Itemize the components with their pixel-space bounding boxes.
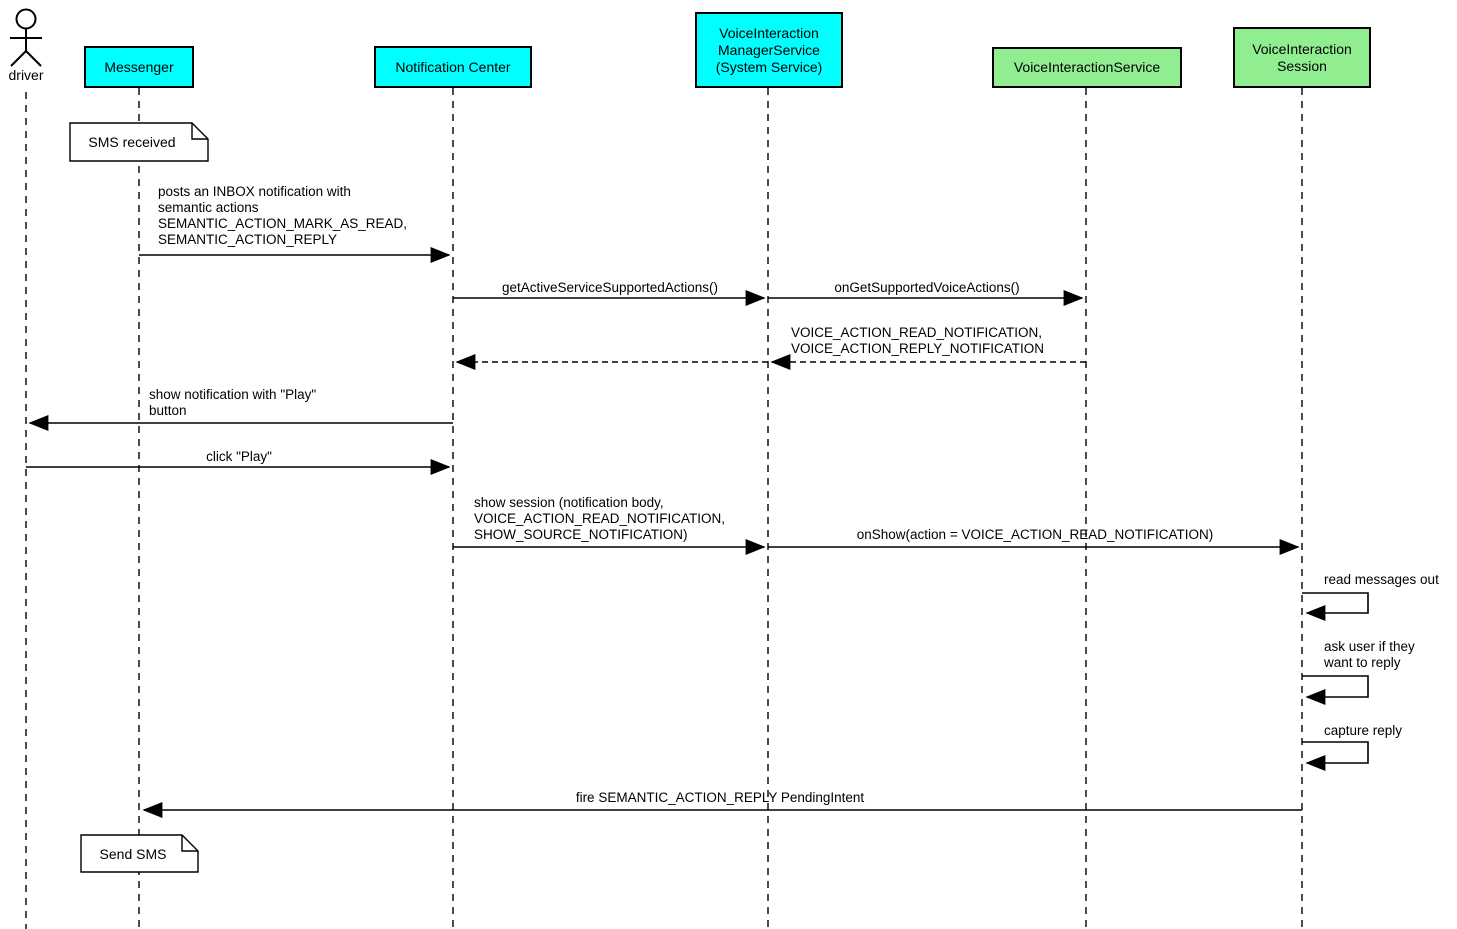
participant-label: Messenger <box>104 58 174 75</box>
note-send-sms: Send SMS <box>99 845 167 862</box>
lifelines <box>25 88 1303 929</box>
participant-label: VoiceInteraction Session <box>1252 40 1352 74</box>
message-label-read-messages-out: read messages out <box>1324 572 1439 587</box>
note-shape-sms-received <box>69 122 209 162</box>
message-label-on-show: onShow(action = VOICE_ACTION_READ_NOTIFI… <box>856 527 1214 542</box>
participant-label: VoiceInteraction ManagerService (System … <box>715 24 823 75</box>
message-label-ask-user-reply: ask user if they want to reply <box>1324 639 1415 670</box>
self-arrow-capture-reply <box>1302 741 1369 771</box>
note-fold-icon <box>191 123 208 140</box>
message-label-show-notification-play: show notification with "Play" button <box>149 387 317 418</box>
participant-label: Notification Center <box>395 58 511 75</box>
note-shape-send-sms <box>80 834 199 873</box>
message-label-posts-inbox-notification: posts an INBOX notification with semanti… <box>158 184 408 247</box>
participant-messenger: Messenger <box>84 46 194 88</box>
message-label-return-voice-actions: VOICE_ACTION_READ_NOTIFICATION, VOICE_AC… <box>791 325 1045 356</box>
message-label-show-session: show session (notification body, VOICE_A… <box>474 495 726 542</box>
participant-voiceinteractionservice: VoiceInteractionService <box>992 47 1182 88</box>
note-shapes <box>69 122 209 873</box>
message-label-fire-semantic-action-reply: fire SEMANTIC_ACTION_REPLY PendingIntent <box>575 790 865 805</box>
self-arrow-read-messages-out <box>1302 592 1369 621</box>
actor-figure-driver <box>10 8 42 67</box>
participant-label: VoiceInteractionService <box>1013 59 1161 75</box>
message-label-on-get-supported-voice-actions: onGetSupportedVoiceActions() <box>834 280 1020 295</box>
message-label-click-play: click "Play" <box>206 449 272 464</box>
participant-voiceinteraction-session: VoiceInteraction Session <box>1233 27 1371 88</box>
message-label-get-active-service-supported-actions: getActiveServiceSupportedActions() <box>501 280 719 295</box>
participant-notification-center: Notification Center <box>374 46 532 88</box>
self-arrow-ask-user-reply <box>1302 675 1369 705</box>
note-sms-received: SMS received <box>88 134 176 150</box>
note-fold-icon <box>181 835 198 852</box>
message-label-capture-reply: capture reply <box>1324 723 1403 738</box>
actor-label-driver: driver <box>8 67 44 83</box>
message-arrows <box>26 247 1369 818</box>
participant-voiceinteraction-managerservice: VoiceInteraction ManagerService (System … <box>695 12 843 88</box>
